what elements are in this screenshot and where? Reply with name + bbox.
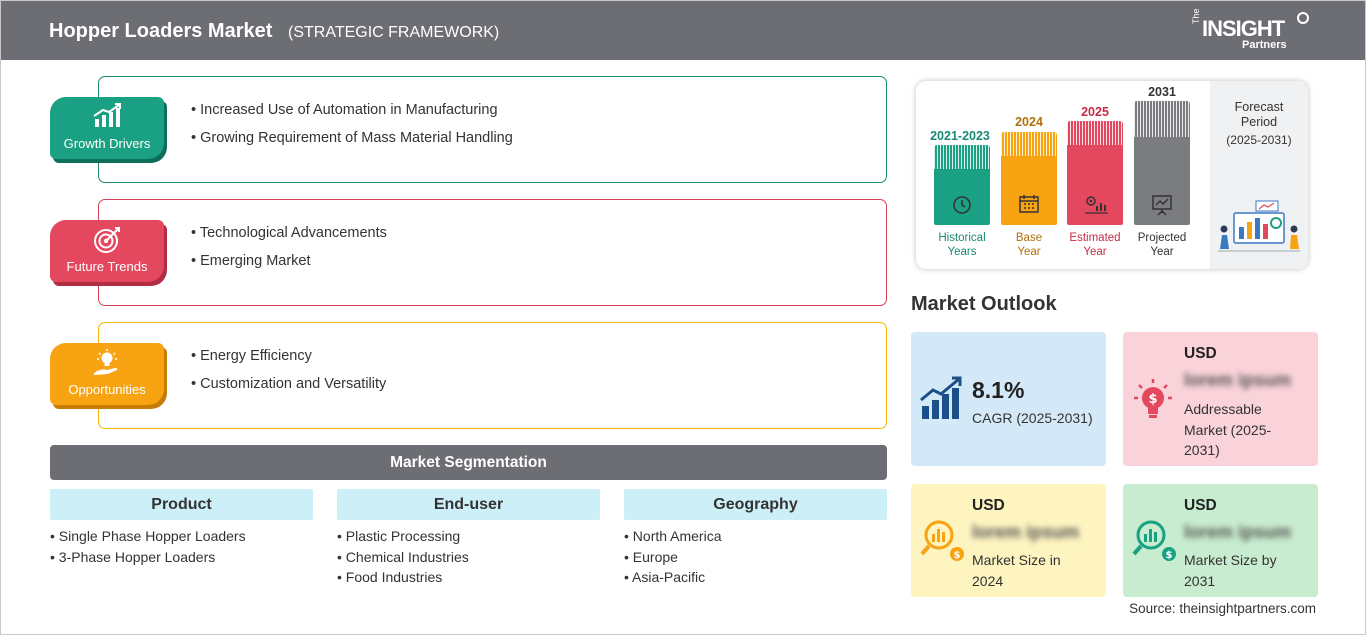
addressable-label-line: Market (2025- <box>1184 421 1272 438</box>
list-item: Food Industries <box>337 567 600 588</box>
timeline-year: 2024 <box>1015 115 1043 129</box>
forecast-period-panel: Forecast Period (2025-2031) <box>1210 81 1308 269</box>
segment-geography: Geography North America Europe Asia-Paci… <box>624 489 887 588</box>
svg-text:$: $ <box>1148 392 1157 407</box>
settings-chart-icon <box>1085 196 1108 214</box>
list-item: 3-Phase Hopper Loaders <box>50 547 313 568</box>
segment-heading: Geography <box>624 489 887 520</box>
magnifier-dollar-chart-icon: $ <box>920 520 964 561</box>
lightbulb-dollar-icon: $ <box>1134 379 1172 418</box>
logo-ring-icon <box>1297 12 1309 24</box>
timeline-caption-line1: Estimated <box>1069 232 1121 244</box>
growth-chart-icon <box>93 103 121 127</box>
list-item: Growing Requirement of Mass Material Han… <box>191 124 513 152</box>
market-size-2024-card: $ USD lorem ipsum Market Size in 2024 <box>911 484 1106 597</box>
size-2031-usd: USD <box>1184 497 1217 514</box>
list-item: Technological Advancements <box>191 219 387 247</box>
segment-end-user: End-user Plastic Processing Chemical Ind… <box>337 489 600 588</box>
cagr-card: 8.1% CAGR (2025-2031) <box>911 332 1106 466</box>
svg-text:$: $ <box>954 550 961 561</box>
forecast-line1: Forecast <box>1234 100 1284 114</box>
future-trends-badge: Future Trends <box>50 220 164 282</box>
calendar-icon <box>1019 195 1039 213</box>
magnifier-dollar-chart-icon: $ <box>1132 520 1176 561</box>
size-2024-usd: USD <box>972 497 1005 514</box>
addressable-market-card: $ USD lorem ipsum Addressable Market (20… <box>1123 332 1318 466</box>
timeline-bar-historical <box>934 145 990 225</box>
forecast-range: (2025-2031) <box>1226 133 1292 147</box>
timeline-caption-line1: Base <box>1015 232 1043 244</box>
timeline-bar-base <box>1001 132 1057 225</box>
segment-heading: Product <box>50 489 313 520</box>
size-2031-label-line: Market Size by <box>1184 552 1277 568</box>
opportunities-list: Energy Efficiency Customization and Vers… <box>191 342 386 398</box>
list-item: Customization and Versatility <box>191 370 386 398</box>
badge-label: Future Trends <box>66 259 148 274</box>
list-item: Emerging Market <box>191 247 387 275</box>
future-trends-list: Technological Advancements Emerging Mark… <box>191 219 387 275</box>
presentation-icon <box>1152 195 1172 216</box>
lightbulb-hand-icon <box>94 349 118 375</box>
timeline-year: 2031 <box>1148 85 1176 99</box>
timeline-bar-projected <box>1134 101 1190 225</box>
addressable-usd: USD <box>1184 345 1217 362</box>
timeline-year: 2021-2023 <box>930 129 990 143</box>
insight-partners-logo: The INSIGHT Partners <box>1191 8 1311 54</box>
addressable-label-line: 2031) <box>1184 442 1220 458</box>
badge-label: Opportunities <box>68 382 146 397</box>
timeline-caption-line2: Year <box>1017 246 1041 258</box>
opportunities-badge: Opportunities <box>50 343 164 405</box>
analytics-people-illustration-icon <box>1218 200 1300 252</box>
cagr-label: CAGR (2025-2031) <box>972 410 1093 426</box>
timeline-caption-line2: Year <box>1150 246 1174 258</box>
segment-product: Product Single Phase Hopper Loaders 3-Ph… <box>50 489 313 567</box>
list-item: Increased Use of Automation in Manufactu… <box>191 96 513 124</box>
growth-chart-icon <box>920 376 962 419</box>
header-bar: Hopper Loaders Market (STRATEGIC FRAMEWO… <box>1 1 1365 60</box>
growth-drivers-box: Increased Use of Automation in Manufactu… <box>98 76 887 183</box>
size-2031-value-blurred: lorem ipsum <box>1184 522 1292 542</box>
size-2031-label-line: 2031 <box>1184 572 1216 589</box>
list-item: Single Phase Hopper Loaders <box>50 526 313 547</box>
segment-heading: End-user <box>337 489 600 520</box>
segmentation-title: Market Segmentation <box>50 445 887 480</box>
timeline-card: 2021-2023 Historical Years 2024 Base Yea… <box>916 81 1308 269</box>
opportunities-box: Energy Efficiency Customization and Vers… <box>98 322 887 429</box>
size-2024-label-line: Market Size in <box>972 552 1061 568</box>
list-item: Asia-Pacific <box>624 567 887 588</box>
list-item: Energy Efficiency <box>191 342 386 370</box>
list-item: Chemical Industries <box>337 547 600 568</box>
source-credit: Source: theinsightpartners.com <box>1129 601 1316 616</box>
growth-drivers-badge: Growth Drivers <box>50 97 164 159</box>
svg-text:$: $ <box>1166 550 1173 561</box>
future-trends-box: Technological Advancements Emerging Mark… <box>98 199 887 306</box>
list-item: Plastic Processing <box>337 526 600 547</box>
timeline-caption-line2: Year <box>1083 246 1107 258</box>
page-subtitle: (STRATEGIC FRAMEWORK) <box>288 24 500 41</box>
market-outlook-title: Market Outlook <box>911 293 1057 315</box>
badge-label: Growth Drivers <box>63 136 151 151</box>
list-item: North America <box>624 526 887 547</box>
history-icon <box>953 196 971 214</box>
size-2024-value-blurred: lorem ipsum <box>972 522 1080 542</box>
page-title: Hopper Loaders Market <box>49 20 273 42</box>
size-2024-label-line: 2024 <box>972 572 1004 589</box>
list-item: Europe <box>624 547 887 568</box>
addressable-label-line: Addressable <box>1184 401 1262 417</box>
target-icon <box>94 227 120 253</box>
timeline-caption-line1: Projected <box>1137 232 1187 244</box>
forecast-line2: Period <box>1240 115 1278 129</box>
addressable-value-blurred: lorem ipsum <box>1184 370 1292 390</box>
market-size-2031-card: $ USD lorem ipsum Market Size by 2031 <box>1123 484 1318 597</box>
timeline-year: 2025 <box>1081 105 1109 119</box>
cagr-value: 8.1% <box>972 377 1025 403</box>
timeline-bar-estimated <box>1067 121 1123 225</box>
timeline-caption-line2: Years <box>947 246 977 258</box>
timeline-caption-line1: Historical <box>938 232 986 244</box>
growth-drivers-list: Increased Use of Automation in Manufactu… <box>191 96 513 152</box>
